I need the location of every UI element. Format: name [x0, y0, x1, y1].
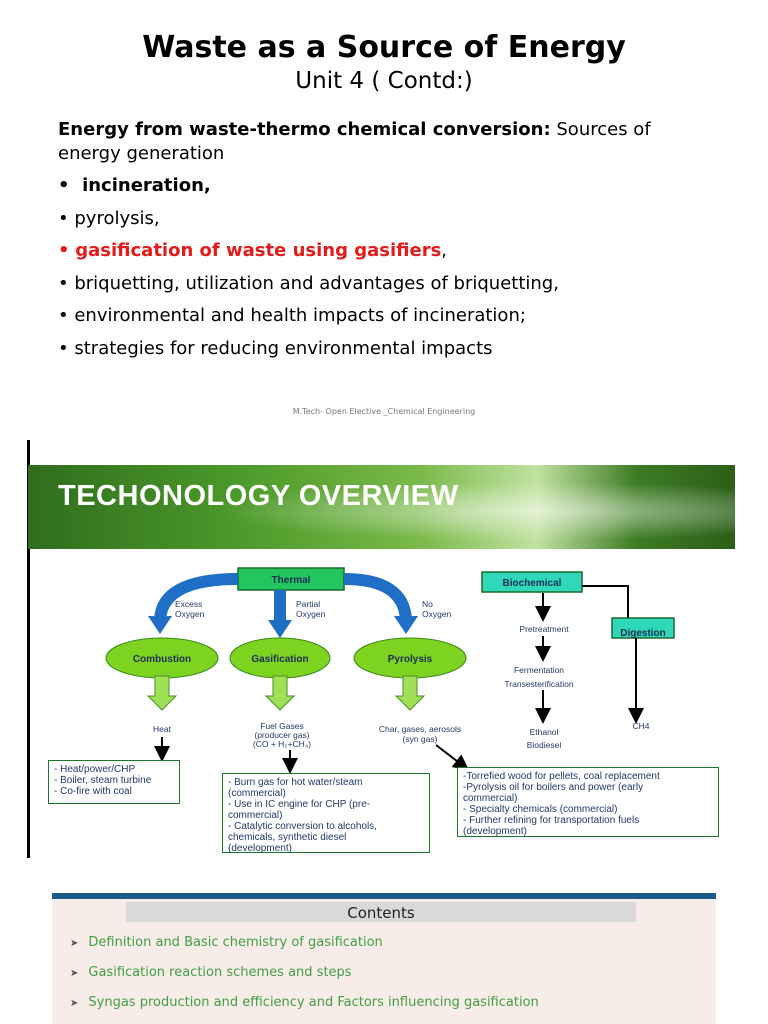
output-fuel-2: (producer gas)	[254, 730, 309, 740]
arrow-bullet-icon: ➤	[70, 998, 79, 1009]
output-fuel-1: Fuel Gases	[260, 721, 303, 731]
arrow-bullet-icon: ➤	[70, 938, 79, 949]
slide-technology-overview: TECHONOLOGY OVERVIEW Thermal Excess Oxyg…	[0, 440, 768, 860]
ethanol-label: Ethanol	[530, 727, 559, 737]
slide-subtitle: Unit 4 ( Contd:)	[295, 68, 473, 94]
combustion-label: Combustion	[133, 654, 191, 665]
combustion-uses-box: - Heat/power/CHP - Boiler, steam turbine…	[48, 760, 180, 804]
contents-list: ➤Definition and Basic chemistry of gasif…	[70, 933, 539, 1023]
slide-contents: Contents ➤Definition and Basic chemistry…	[52, 893, 716, 1024]
banner-title: TECHONOLOGY OVERVIEW	[58, 480, 459, 512]
pyrolysis-uses-box: -Torrefied wood for pellets, coal replac…	[457, 767, 719, 837]
list-item: • briquetting, utilization and advantage…	[58, 272, 559, 294]
list-item: • incineration,	[58, 175, 211, 196]
black-arrows	[154, 737, 470, 774]
ch4-label: CH4	[632, 721, 649, 731]
slide-title: Waste as a Source of Energy	[142, 30, 626, 65]
arrow-head-mid	[268, 620, 292, 638]
list-item: • gasification of waste using gasifiers,	[58, 240, 448, 261]
pretreatment-label: Pretreatment	[519, 624, 569, 634]
technology-diagram: Thermal Excess Oxygen Partial Oxygen No …	[105, 567, 675, 774]
slide-top-band	[52, 893, 716, 899]
slide-unit4: Waste as a Source of Energy Unit 4 ( Con…	[0, 0, 768, 430]
biochemical-label: Biochemical	[503, 578, 562, 589]
output-char-1: Char, gases, aerosols	[379, 724, 461, 734]
green-arrows	[146, 675, 426, 711]
biodiesel-label: Biodiesel	[527, 740, 562, 750]
thermal-label: Thermal	[272, 575, 311, 586]
digestion-label: Digestion	[620, 628, 666, 639]
gasification-uses-box: - Burn gas for hot water/steam (commerci…	[222, 773, 430, 854]
bio-connector	[582, 585, 629, 618]
arrow-head-left	[148, 616, 172, 634]
gasification-label: Gasification	[251, 654, 308, 665]
arrow-head-right	[394, 616, 418, 634]
biochemical-box	[481, 571, 583, 593]
cond-excess-2: Oxygen	[175, 609, 205, 619]
list-item: • strategies for reducing environmental …	[58, 337, 493, 359]
contents-header: Contents	[126, 902, 636, 922]
cond-no-1: No	[422, 599, 433, 609]
cond-no-2: Oxygen	[422, 609, 452, 619]
topic-list: • incineration, • pyrolysis, • gasificat…	[58, 172, 559, 367]
cond-excess-1: Excess	[175, 599, 202, 609]
list-item: ➤Gasification reaction schemes and steps	[70, 965, 352, 980]
fermentation-label: Fermentation	[514, 665, 564, 675]
list-item: • environmental and health impacts of in…	[58, 305, 526, 326]
digestion-box	[611, 617, 675, 639]
intro-text: Energy from waste-thermo chemical conver…	[58, 118, 718, 166]
transesterification-label: Transesterification	[504, 679, 573, 689]
oxygen-arrows	[154, 573, 412, 622]
bio-arrows	[535, 593, 644, 724]
slide-divider-bar	[27, 440, 30, 858]
slide-footer: M.Tech- Open Elective _Chemical Engineer…	[292, 407, 476, 416]
cond-partial-1: Partial	[296, 599, 320, 609]
arrow-bullet-icon: ➤	[70, 968, 79, 979]
banner-image: TECHONOLOGY OVERVIEW	[28, 465, 735, 549]
list-item: • pyrolysis,	[58, 207, 160, 229]
cond-partial-2: Oxygen	[296, 609, 326, 619]
pyrolysis-label: Pyrolysis	[388, 654, 433, 665]
intro-rest: Sources of energy generation	[58, 119, 651, 164]
output-heat: Heat	[153, 724, 172, 734]
intro-bold: Energy from waste-thermo chemical conver…	[58, 119, 551, 140]
list-item: ➤Definition and Basic chemistry of gasif…	[70, 935, 383, 950]
output-char-2: (syn gas)	[403, 734, 438, 744]
list-item: ➤Syngas production and efficiency and Fa…	[70, 995, 539, 1010]
output-fuel-3: (CO + H₂+CH₄)	[253, 739, 311, 749]
